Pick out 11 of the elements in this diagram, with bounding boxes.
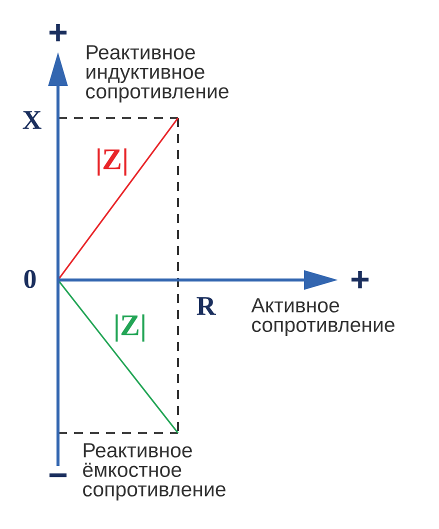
axis-letter: R	[196, 297, 216, 315]
axis-caption: Активное сопротивление	[251, 298, 394, 336]
origin-label: 0	[24, 270, 36, 288]
vector-label: |Z|	[98, 148, 126, 176]
axis-caption: Реактивное индуктивное сопротивление	[86, 45, 228, 103]
plus-sign: +	[352, 271, 369, 288]
axis-caption: Реактивное ёмкостное сопротивление	[83, 443, 226, 501]
plus-sign: +	[50, 24, 67, 42]
vector-label: |Z|	[116, 314, 144, 342]
axis-letter: X	[22, 111, 42, 129]
minus-sign: −	[49, 473, 67, 478]
